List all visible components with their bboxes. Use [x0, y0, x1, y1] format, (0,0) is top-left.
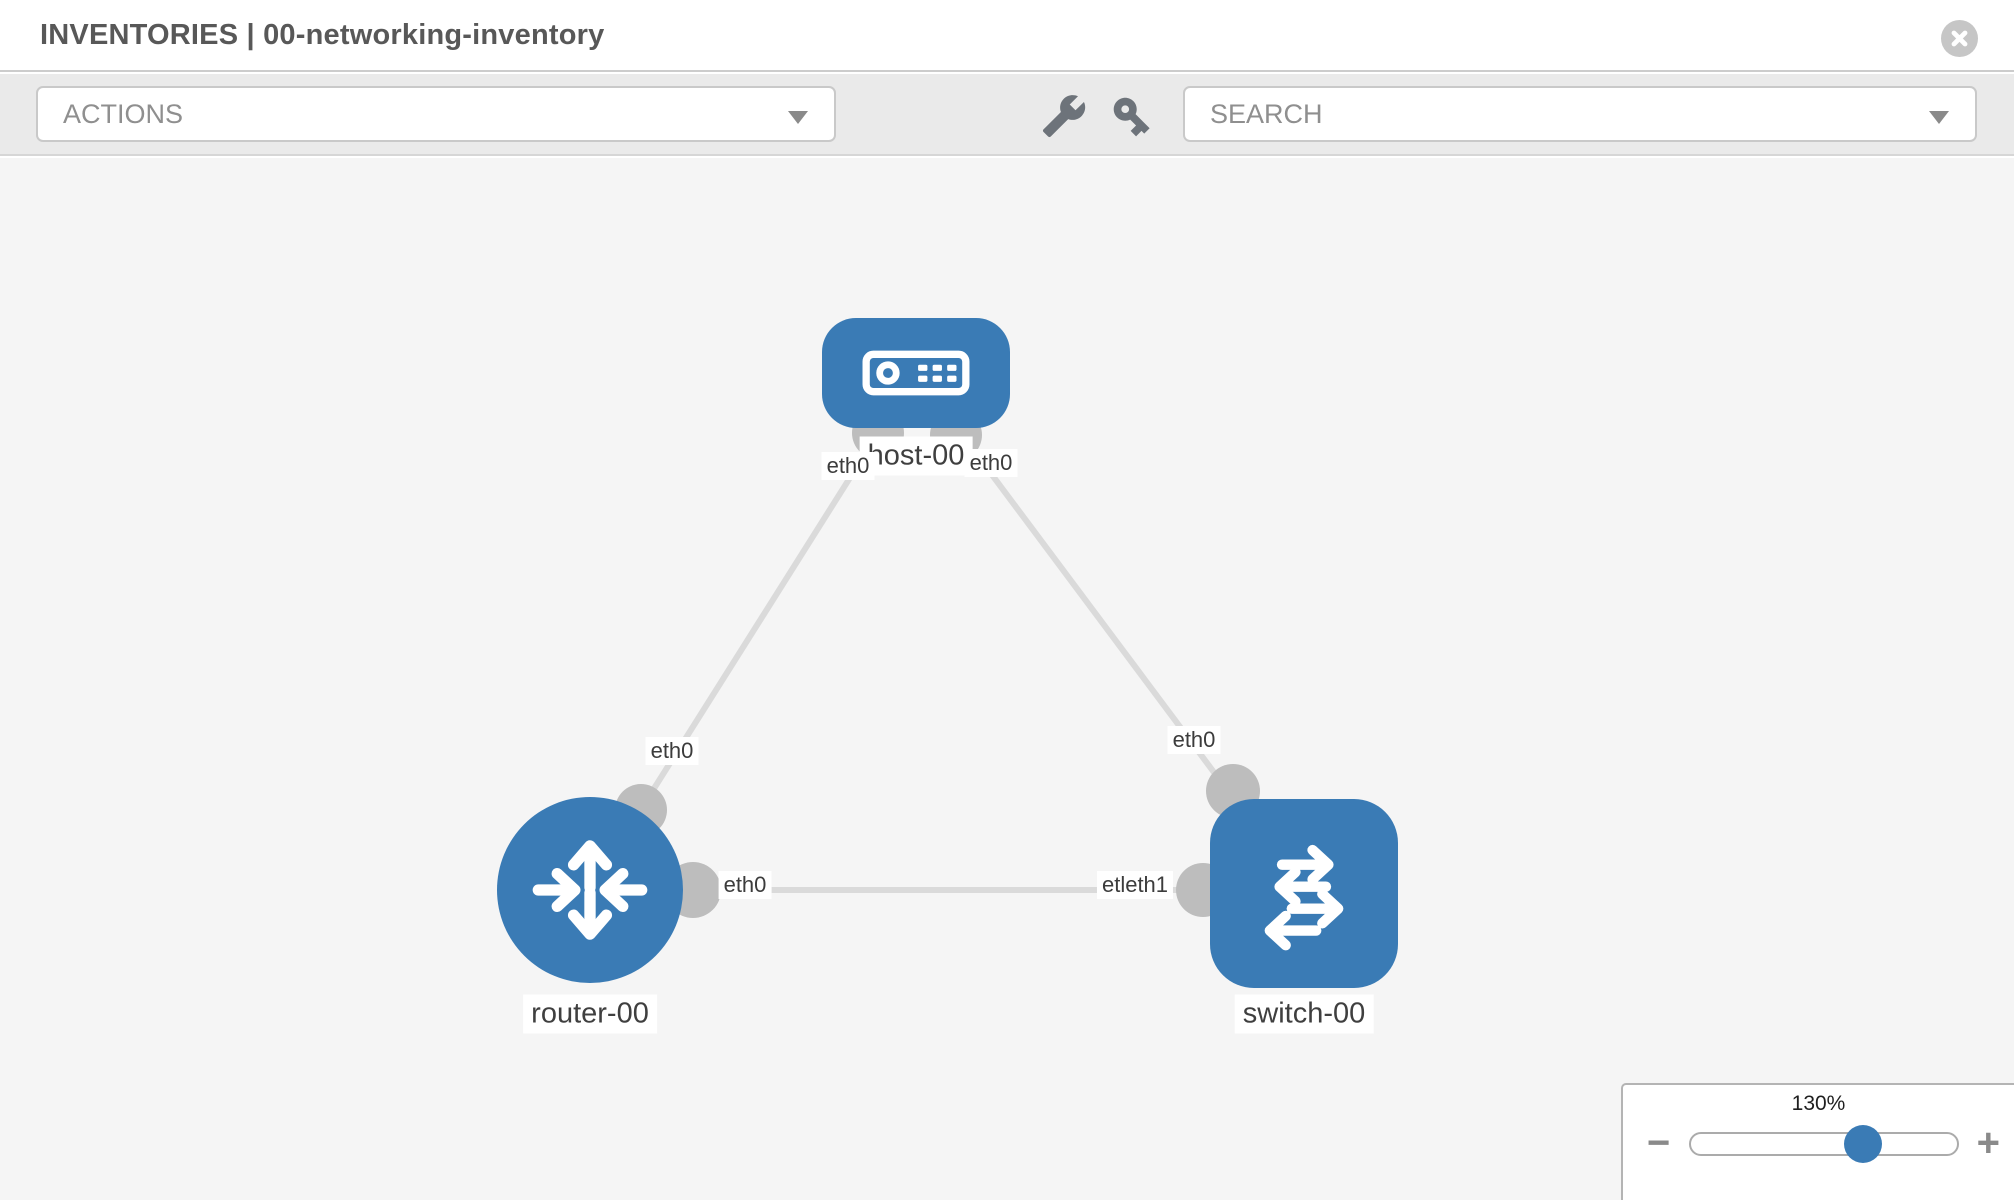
- node-label-router: router-00: [523, 994, 657, 1034]
- actions-dropdown[interactable]: ACTIONS: [36, 86, 836, 142]
- node-label-switch: switch-00: [1234, 994, 1374, 1034]
- close-icon: [1951, 30, 1968, 47]
- chevron-down-icon: [1929, 111, 1949, 124]
- node-label-host: host-00: [859, 436, 973, 476]
- close-button[interactable]: [1941, 20, 1978, 57]
- header: INVENTORIES | 00-networking-inventory: [0, 0, 2014, 72]
- iface-label: eth0: [718, 871, 772, 899]
- wrench-button[interactable]: [1036, 88, 1092, 144]
- actions-dropdown-label: ACTIONS: [63, 99, 184, 129]
- page-title: INVENTORIES | 00-networking-inventory: [40, 19, 605, 51]
- chevron-down-icon: [788, 111, 808, 124]
- node-switch-00[interactable]: [1210, 799, 1398, 988]
- iface-label: eth0: [1167, 726, 1221, 754]
- zoom-in-button[interactable]: +: [1976, 1121, 2000, 1165]
- iface-label: eth0: [645, 737, 699, 765]
- wrench-icon: [1042, 95, 1086, 138]
- host-icon: [862, 350, 970, 396]
- key-button[interactable]: [1104, 88, 1160, 144]
- toolbar: ACTIONS SEARCH: [0, 74, 2014, 156]
- router-icon: [532, 840, 648, 940]
- zoom-slider-track[interactable]: [1689, 1125, 1959, 1163]
- iface-label: eth0: [964, 449, 1018, 477]
- iface-label: etleth1: [1096, 871, 1174, 899]
- node-host-00[interactable]: [822, 318, 1010, 428]
- search-dropdown[interactable]: SEARCH: [1183, 86, 1977, 142]
- topology-canvas[interactable]: host-00 router-00 switch-00 eth0 eth0 et…: [0, 158, 2014, 1200]
- zoom-out-button[interactable]: −: [1647, 1121, 1671, 1165]
- zoom-panel: 130% − +: [1621, 1083, 2014, 1200]
- switch-icon: [1264, 844, 1344, 950]
- iface-label: eth0: [821, 452, 875, 480]
- topology-links-layer: [587, 371, 1307, 918]
- zoom-slider-thumb[interactable]: [1844, 1125, 1882, 1163]
- search-dropdown-label: SEARCH: [1210, 99, 1323, 129]
- node-router-00[interactable]: [497, 797, 683, 983]
- zoom-percent-label: 130%: [1791, 1092, 1846, 1115]
- key-icon: [1113, 97, 1150, 137]
